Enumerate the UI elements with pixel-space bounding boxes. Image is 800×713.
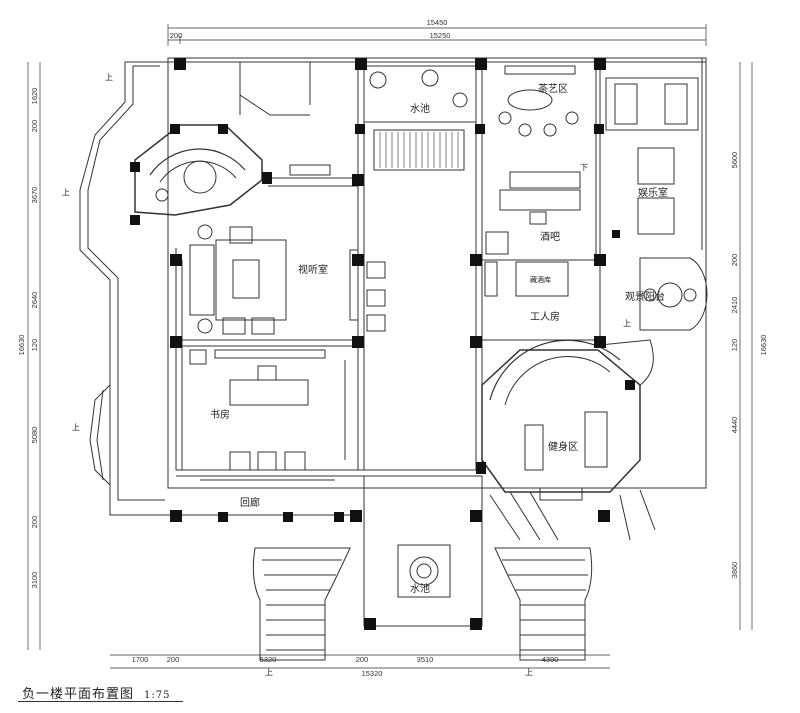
dim-right-1: 200 — [730, 254, 739, 267]
dim-right-3: 120 — [730, 339, 739, 352]
room-label-study: 书房 — [210, 408, 230, 421]
room-label-bar: 酒吧 — [540, 231, 560, 243]
dim-left-4: 120 — [30, 339, 39, 352]
room-label-viewing-terrace: 观景阳台 — [625, 290, 665, 303]
dim-left-6: 200 — [30, 516, 39, 529]
dim-left-7: 3100 — [30, 572, 39, 589]
dim-bottom-total: 15320 — [362, 669, 383, 678]
dim-bottom-0: 1700 — [132, 655, 149, 664]
room-label-gym: 健身区 — [548, 440, 578, 453]
dim-top-total: 15450 — [427, 18, 448, 27]
room-label-wine-cellar: 藏酒库 — [530, 275, 551, 284]
dim-right-2: 2410 — [730, 297, 739, 314]
stair-up-label-5: 上 — [265, 668, 273, 677]
dim-left-2: 3670 — [30, 187, 39, 204]
dim-bottom-4: 3510 — [417, 655, 434, 664]
drawing-title: 负一楼平面布置图 1:75 — [22, 683, 170, 702]
dim-left-3: 2640 — [30, 292, 39, 309]
room-label-tea-area: 茶艺区 — [538, 82, 568, 95]
dim-bottom-2: 5320 — [260, 655, 277, 664]
dim-left-1: 200 — [30, 120, 39, 133]
room-label-entertainment: 娱乐室 — [638, 186, 668, 199]
stair-up-label-3: 上 — [72, 423, 80, 432]
stair-down-label-1: 下 — [580, 163, 588, 172]
dim-left-0: 1620 — [30, 88, 39, 105]
dim-right-4: 4440 — [730, 417, 739, 434]
room-label-water-pool-south: 水池 — [410, 582, 430, 595]
dim-right-total: 16630 — [759, 335, 768, 356]
drawing-title-text: 负一楼平面布置图 — [22, 687, 135, 702]
dim-left-5: 5080 — [30, 427, 39, 444]
room-label-water-pool-north: 水池 — [410, 102, 430, 115]
room-label-corridor: 回廊 — [240, 496, 260, 509]
dim-bottom-1: 200 — [167, 655, 180, 664]
room-label-staff-room: 工人房 — [530, 310, 560, 323]
title-underline — [18, 701, 183, 702]
dim-right-0: 5600 — [730, 152, 739, 169]
dim-bottom-5: 4390 — [542, 655, 559, 664]
stair-up-label-4: 上 — [623, 319, 631, 328]
dim-right-5: 3860 — [730, 562, 739, 579]
dim-top-inner: 15250 — [430, 31, 451, 40]
stair-up-label-1: 上 — [105, 73, 113, 82]
dim-top-small: 200 — [170, 31, 183, 40]
room-label-av-room: 视听室 — [298, 263, 328, 276]
stair-up-label-6: 上 — [525, 668, 533, 677]
west-outer-wall — [79, 61, 168, 516]
dim-left-total: 16630 — [17, 335, 26, 356]
drawing-scale: 1:75 — [144, 690, 171, 701]
dim-bottom-3: 200 — [356, 655, 369, 664]
stair-up-label-2: 上 — [62, 188, 70, 197]
